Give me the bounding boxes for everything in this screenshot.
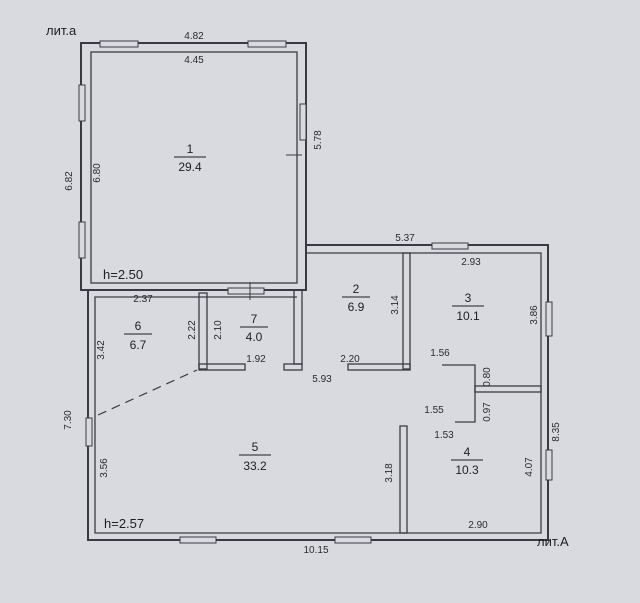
dimension-label: 1.55 bbox=[424, 405, 444, 416]
dimension-label: 3.56 bbox=[99, 458, 110, 478]
dimension-label: 3.42 bbox=[96, 340, 107, 360]
dimension-label: 4.45 bbox=[184, 55, 204, 66]
window bbox=[299, 103, 307, 141]
room-number: 2 bbox=[353, 282, 360, 296]
window bbox=[78, 221, 86, 259]
window bbox=[99, 40, 139, 48]
window bbox=[227, 287, 265, 295]
letter-bottom-right: лит.А bbox=[537, 534, 569, 549]
dimension-label: 1.56 bbox=[430, 348, 450, 359]
room-area: 6.7 bbox=[130, 338, 147, 352]
dimension-label: 4.07 bbox=[524, 457, 535, 477]
dimension-labels: 4.82 4.45 5.37 2.93 2.37 1.92 2.20 5.93 … bbox=[133, 31, 488, 556]
dimension-label: 4.82 bbox=[184, 31, 204, 42]
letter-top-left: лит.а bbox=[46, 23, 77, 38]
dimension-labels-vertical: 6.82 6.80 5.78 2.22 2.10 3.14 3.86 3.42 … bbox=[63, 130, 562, 483]
dimension-label: 0.80 bbox=[482, 367, 493, 387]
room-area: 10.1 bbox=[456, 309, 480, 323]
room-2-label: 2 6.9 bbox=[342, 282, 370, 314]
room-5-label: 5 33.2 bbox=[239, 440, 271, 473]
dimension-label: 6.82 bbox=[64, 171, 75, 191]
partition-corridor bbox=[442, 364, 476, 423]
room-number: 4 bbox=[464, 445, 471, 459]
dimension-label: 10.15 bbox=[303, 545, 328, 556]
windows bbox=[78, 40, 553, 544]
dimension-label: 0.97 bbox=[482, 402, 493, 422]
room-area: 29.4 bbox=[178, 160, 202, 174]
dimension-label: 2.22 bbox=[187, 320, 198, 340]
dimension-label: 8.35 bbox=[551, 422, 562, 442]
window bbox=[431, 242, 469, 250]
window bbox=[85, 417, 93, 447]
window bbox=[545, 449, 553, 481]
room-1-inner-wall bbox=[90, 51, 298, 284]
room-number: 1 bbox=[187, 142, 194, 156]
partition-5-4 bbox=[399, 425, 408, 534]
window bbox=[78, 84, 86, 122]
dimension-label: 1.53 bbox=[434, 430, 454, 441]
dimension-label: 3.14 bbox=[390, 295, 401, 315]
room-6-divider-dashed bbox=[97, 369, 198, 416]
dimension-label: 2.93 bbox=[461, 257, 481, 268]
dimension-label: 2.37 bbox=[133, 294, 153, 305]
window bbox=[247, 40, 287, 48]
dimension-label: 1.92 bbox=[246, 354, 266, 365]
partition-stub-220 bbox=[347, 363, 411, 371]
dimension-label: 2.10 bbox=[213, 320, 224, 340]
dimension-label: 6.80 bbox=[92, 163, 103, 183]
room-number: 3 bbox=[465, 291, 472, 305]
partition-stub-192 bbox=[198, 363, 246, 371]
window bbox=[334, 536, 372, 544]
partition-stub-2 bbox=[283, 363, 303, 371]
partition-7-2 bbox=[293, 289, 303, 365]
room-7-label: 7 4.0 bbox=[240, 312, 268, 344]
main-inner-wall bbox=[94, 252, 542, 534]
room-number: 7 bbox=[251, 312, 258, 326]
room-number: 5 bbox=[252, 440, 259, 454]
room-3-label: 3 10.1 bbox=[452, 291, 484, 323]
room-area: 6.9 bbox=[348, 300, 365, 314]
dimension-label: 5.37 bbox=[395, 233, 415, 244]
window bbox=[545, 301, 553, 337]
partition-3-4 bbox=[474, 385, 542, 393]
window bbox=[179, 536, 217, 544]
partition-2-3 bbox=[402, 252, 411, 370]
main-outer-wall bbox=[87, 244, 549, 541]
dimension-label: 5.78 bbox=[313, 130, 324, 150]
dimension-label: 5.93 bbox=[312, 374, 332, 385]
room-area: 33.2 bbox=[243, 459, 267, 473]
room-area: 4.0 bbox=[246, 330, 263, 344]
dimension-label: 3.86 bbox=[529, 305, 540, 325]
dimension-label: 7.30 bbox=[63, 410, 74, 430]
walls bbox=[80, 42, 549, 541]
partition-6-7 bbox=[198, 292, 208, 370]
dimension-label: 2.20 bbox=[340, 354, 360, 365]
room-area: 10.3 bbox=[455, 463, 479, 477]
room-6-label: 6 6.7 bbox=[124, 319, 152, 352]
dimension-label: 3.18 bbox=[384, 463, 395, 483]
room-1-label: 1 29.4 bbox=[174, 142, 206, 174]
dimension-label: 2.90 bbox=[468, 520, 488, 531]
room-4-label: 4 10.3 bbox=[451, 445, 483, 477]
height-upper: h=2.50 bbox=[103, 267, 143, 282]
height-lower: h=2.57 bbox=[104, 516, 144, 531]
room-number: 6 bbox=[135, 319, 142, 333]
